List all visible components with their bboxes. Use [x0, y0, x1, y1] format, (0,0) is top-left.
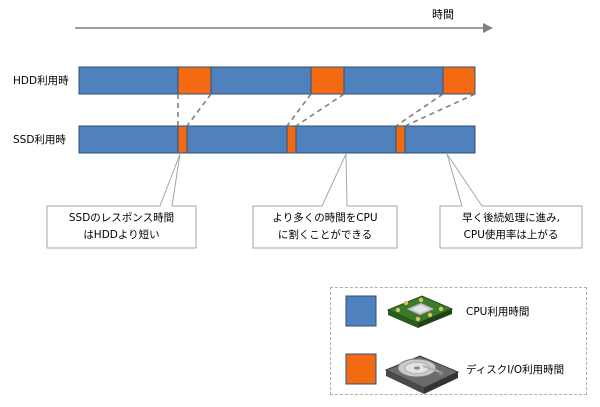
- ssd-cpu-segment: [404, 125, 476, 154]
- hdd-io-segment: [177, 66, 212, 95]
- legend-cpu-label: CPU利用時間: [466, 306, 530, 318]
- time-axis-label: 時間: [432, 8, 454, 21]
- callout-2-shape: [252, 153, 398, 249]
- hard-disk-icon: [384, 355, 460, 394]
- legend-io-swatch: [345, 353, 377, 385]
- callout-1-shape: [46, 153, 197, 249]
- callout-1-line-2: はHDDより短い: [83, 229, 160, 241]
- hdd-cpu-segment: [210, 66, 312, 95]
- callout-2-line-1: より多くの時間をCPU: [272, 212, 378, 224]
- callout-2-line-2: に割くことができる: [277, 229, 373, 241]
- hdd-cpu-segment: [78, 66, 179, 95]
- legend-cpu-swatch: [345, 295, 377, 327]
- callout-3-shape: [439, 153, 583, 249]
- hdd-row-label: HDD利用時: [13, 75, 69, 87]
- ssd-cpu-segment: [78, 125, 179, 154]
- callout-3-line-1: 早く後続処理に進み,: [462, 212, 560, 224]
- hdd-timeline-bar: [78, 66, 476, 95]
- callout-3: 早く後続処理に進み, CPU使用率は上がる: [440, 210, 582, 244]
- hdd-cpu-segment: [343, 66, 444, 95]
- hdd-io-segment: [310, 66, 345, 95]
- ssd-timeline-bar: [78, 125, 476, 154]
- callout-3-line-2: CPU使用率は上がる: [463, 229, 559, 241]
- time-axis-arrowhead: [483, 23, 493, 33]
- ssd-cpu-segment: [295, 125, 397, 154]
- legend-io-label: ディスクI/O利用時間: [466, 364, 565, 376]
- ssd-io-segment: [395, 125, 406, 154]
- hdd-io-segment: [442, 66, 476, 95]
- callout-2: より多くの時間をCPU に割くことができる: [253, 210, 397, 244]
- ssd-io-segment: [177, 125, 188, 154]
- cpu-chip-icon: [386, 295, 454, 328]
- segment-connectors: [177, 93, 476, 127]
- legend-box: [330, 287, 587, 395]
- ssd-io-segment: [286, 125, 297, 154]
- callout-1: SSDのレスポンス時間 はHDDより短い: [47, 210, 196, 244]
- callout-1-line-1: SSDのレスポンス時間: [68, 212, 175, 224]
- ssd-cpu-segment: [186, 125, 288, 154]
- ssd-row-label: SSD利用時: [13, 134, 66, 146]
